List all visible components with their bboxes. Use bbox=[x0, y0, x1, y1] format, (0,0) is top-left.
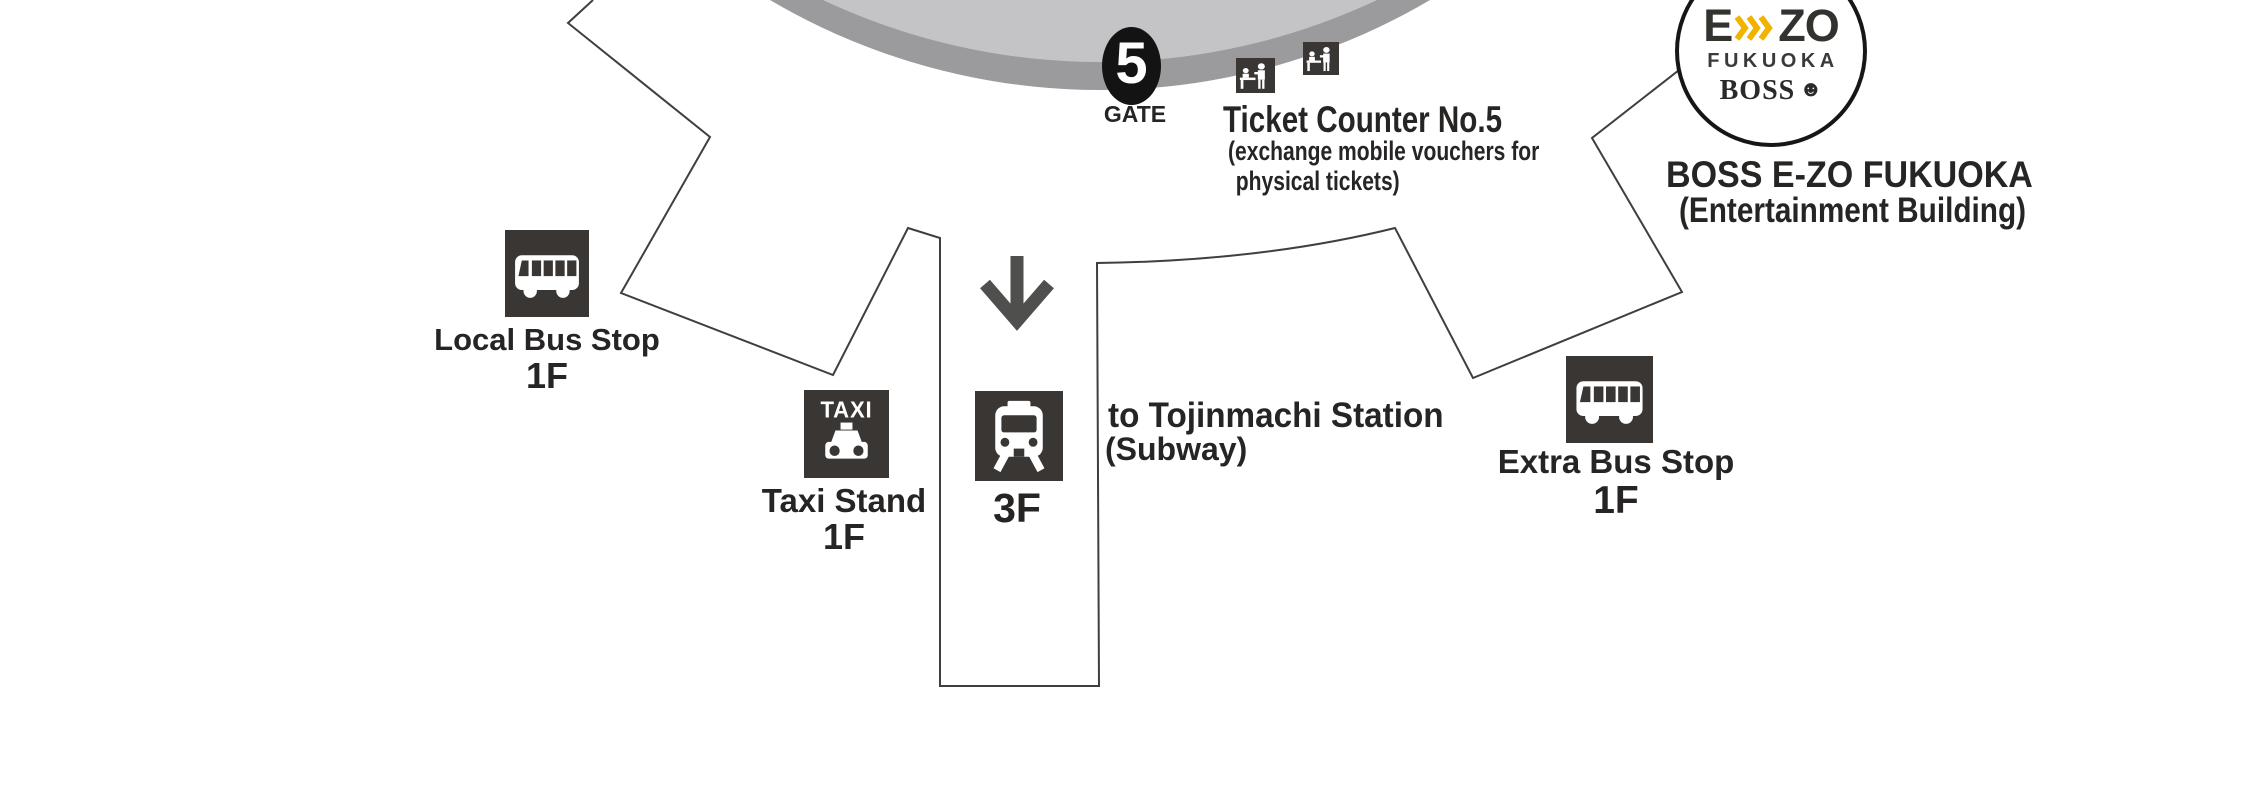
ticket-counter-title: Ticket Counter No.5 bbox=[1223, 99, 1503, 140]
ticket-counter-icon bbox=[1303, 42, 1339, 75]
ticket-counter-icon bbox=[1236, 58, 1275, 93]
dome-roof-arc bbox=[823, 0, 1377, 62]
taxi-icon: TAXI bbox=[804, 390, 889, 478]
subway-type: (Subway) bbox=[1105, 431, 1248, 467]
ezo-logo-fukuoka: FUKUOKA bbox=[1707, 50, 1839, 72]
ezo-logo-boss-row: BOSS ☻ bbox=[1679, 77, 1863, 105]
local-bus-stop-label: Local Bus Stop bbox=[434, 322, 660, 357]
extra-bus-stop-label: Extra Bus Stop bbox=[1497, 443, 1735, 480]
extra-bus-stop-floor: 1F bbox=[1593, 479, 1639, 522]
bus-icon bbox=[505, 230, 589, 317]
walkway-outline-path bbox=[566, 0, 1698, 687]
ezo-logo-boss: BOSS bbox=[1719, 75, 1796, 106]
taxi-stand-floor: 1F bbox=[822, 516, 865, 557]
ticket-counter-note: (exchange mobile vouchers for physical t… bbox=[1228, 136, 1539, 196]
ezo-logo-zo: ZO bbox=[1778, 0, 1839, 51]
ezo-building-subtitle: (Entertainment Building) bbox=[1679, 191, 2027, 230]
ezo-chevrons-icon bbox=[1734, 14, 1773, 41]
gate-label: GATE bbox=[1103, 101, 1167, 127]
ezo-logo-row: E ZO bbox=[1679, 3, 1863, 48]
taxi-sign-text: TAXI bbox=[820, 397, 872, 422]
ezo-building-title: BOSS E-ZO FUKUOKA bbox=[1666, 154, 2033, 195]
taxi-stand-label: Taxi Stand bbox=[761, 482, 927, 519]
gate-5-marker: 5 bbox=[1102, 27, 1161, 105]
bus-icon bbox=[1566, 356, 1653, 443]
ticket-counter-note-line2: physical tickets) bbox=[1235, 166, 1400, 196]
ticket-counter-note-line1: (exchange mobile vouchers for bbox=[1228, 136, 1540, 166]
ezo-logo-badge: E ZO FUKUOKA BOSS ☻ bbox=[1675, 0, 1867, 147]
gate-number: 5 bbox=[1115, 31, 1148, 96]
local-bus-stop-floor: 1F bbox=[525, 355, 568, 396]
ezo-logo-e: E bbox=[1703, 0, 1733, 51]
train-icon bbox=[975, 391, 1063, 481]
subway-floor: 3F bbox=[993, 485, 1041, 531]
subway-destination: to Tojinmachi Station bbox=[1108, 396, 1444, 435]
boss-face-icon: ☻ bbox=[1799, 76, 1823, 101]
down-arrow-icon bbox=[980, 256, 1054, 331]
